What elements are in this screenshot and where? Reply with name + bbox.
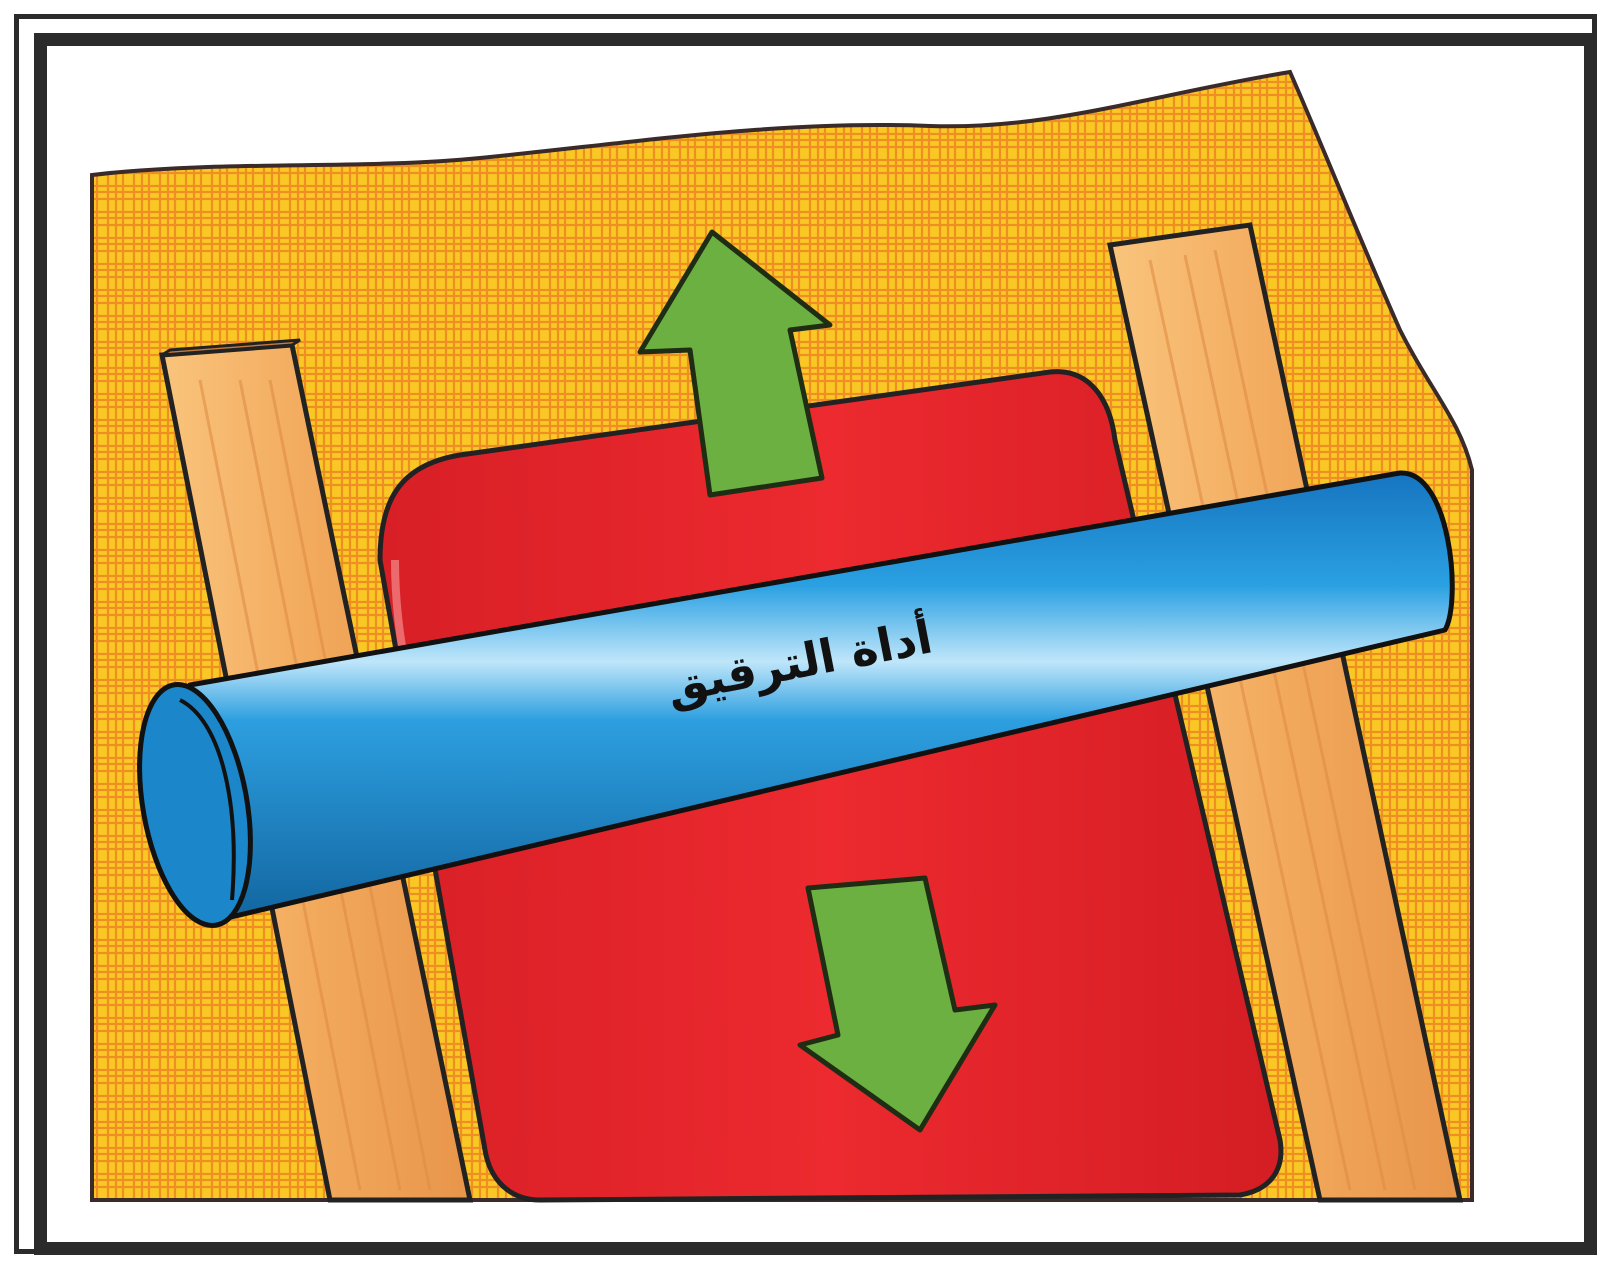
rolling-dough-diagram: أداة الترقيق (0, 0, 1597, 1268)
